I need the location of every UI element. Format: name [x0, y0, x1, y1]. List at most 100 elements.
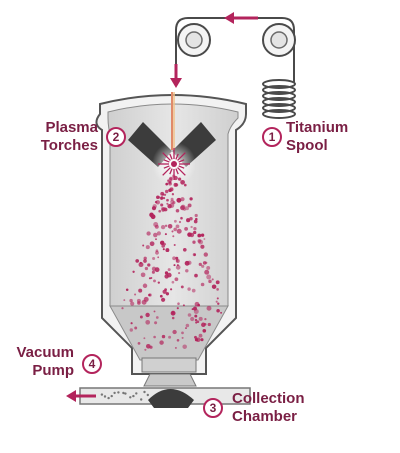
burst-ray [163, 159, 170, 163]
particle [216, 309, 220, 313]
particle [216, 297, 219, 300]
particle [194, 314, 198, 318]
particle [139, 315, 143, 319]
particle [198, 239, 204, 245]
particle [186, 218, 191, 223]
particle [174, 277, 179, 282]
pipe-particle [143, 390, 146, 394]
particle [200, 338, 204, 342]
pipe-particle [107, 396, 110, 400]
particle [139, 261, 142, 264]
particle [155, 250, 159, 255]
particle [176, 197, 182, 203]
particle [180, 216, 183, 220]
particle [146, 231, 151, 236]
particle [182, 344, 187, 349]
particle [138, 288, 143, 293]
particle [170, 199, 175, 204]
particle [143, 296, 149, 302]
particle [187, 203, 192, 208]
pipe-particle [100, 393, 104, 396]
particle [152, 204, 157, 209]
particle [154, 321, 158, 325]
number-text: 1 [269, 130, 276, 144]
pipe-particle [124, 392, 127, 395]
burst-ray [177, 152, 186, 161]
particle [211, 278, 214, 281]
flow-arrow-icon [66, 390, 96, 402]
particle [201, 264, 205, 268]
particle [166, 202, 169, 205]
pipe-particle [146, 393, 149, 397]
particle [168, 335, 172, 339]
pipe-particle [135, 392, 138, 395]
particle [164, 274, 169, 279]
particle [161, 208, 165, 212]
particle [168, 177, 173, 183]
pipe-particle [129, 396, 132, 399]
particle [123, 299, 126, 302]
particle [185, 206, 189, 211]
particle [165, 292, 170, 296]
particle [215, 300, 218, 303]
particle [203, 323, 207, 326]
flow-arrow-icon [224, 12, 258, 24]
particle [185, 327, 187, 330]
particle [130, 322, 133, 325]
particle [153, 222, 159, 227]
particle [145, 245, 150, 250]
particle [193, 219, 198, 224]
number-text: 2 [113, 130, 120, 144]
particle [144, 348, 147, 351]
particle [173, 243, 176, 247]
particle [134, 326, 138, 330]
particle [191, 308, 194, 311]
particle [157, 256, 160, 259]
collection-chamber [66, 373, 251, 408]
particle [143, 259, 147, 263]
particle [215, 280, 220, 285]
particle [204, 269, 210, 275]
particle [159, 294, 163, 298]
label-line1: Collection [232, 390, 305, 407]
particle [144, 266, 149, 271]
particle [156, 231, 161, 236]
burst-ray [178, 165, 185, 169]
particle [170, 310, 176, 316]
label-plasma-torches: Plasma Torches 2 [41, 119, 126, 154]
label-line2: Chamber [232, 408, 297, 425]
number-badge [203, 398, 223, 418]
particle [134, 293, 137, 296]
particle [129, 328, 133, 332]
particle [174, 346, 177, 349]
particle [159, 340, 164, 345]
burst-ray [163, 165, 170, 169]
particle [195, 321, 198, 324]
particle [125, 288, 129, 292]
particle [142, 244, 145, 247]
particle [175, 209, 180, 213]
particle [175, 256, 179, 260]
particle [173, 227, 178, 232]
particle [177, 177, 182, 181]
wire-coil-icon [262, 79, 296, 119]
particle [152, 256, 156, 261]
particle [181, 331, 184, 335]
particle [161, 334, 166, 339]
pipe-particle [132, 394, 135, 398]
particle [198, 262, 202, 267]
particle [173, 182, 178, 187]
particle [130, 301, 135, 306]
particle [180, 179, 185, 185]
particle [174, 219, 177, 223]
particle [121, 307, 124, 310]
particle [140, 272, 146, 278]
particle [172, 235, 175, 238]
particle [205, 261, 208, 264]
pipe-particles [100, 390, 149, 401]
particle [217, 302, 220, 305]
particle [176, 228, 182, 234]
particle [171, 193, 175, 196]
particle [194, 273, 198, 278]
